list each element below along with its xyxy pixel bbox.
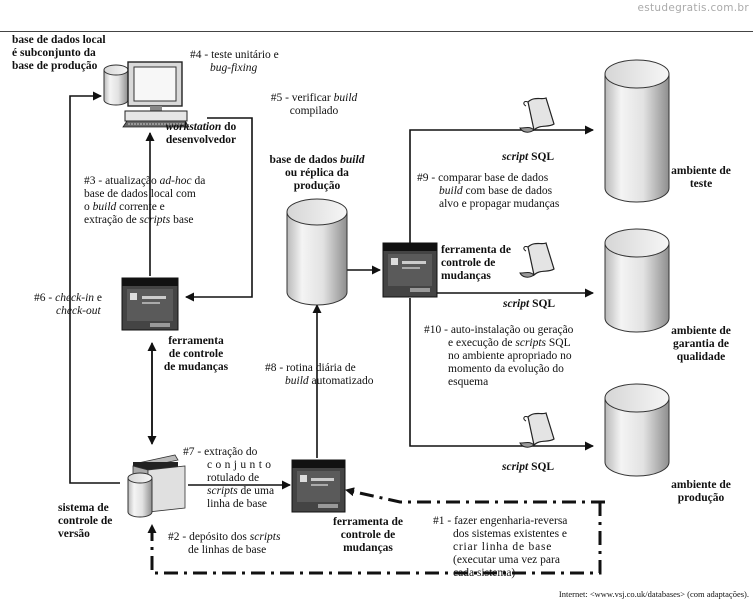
connectors bbox=[69, 91, 594, 490]
step-10: #10 - auto-instalação ou geração e execu… bbox=[424, 324, 574, 388]
step-2: #2 - depósito dos scripts de linhas de b… bbox=[168, 531, 281, 556]
arrow-vcs-to-workstation bbox=[69, 91, 120, 484]
tool-center-icon bbox=[382, 242, 438, 298]
step-3: #3 - atualização ad-hoc da base de dados… bbox=[84, 175, 206, 226]
script-scroll-icon-qa bbox=[519, 242, 555, 278]
source-credit: Internet: <www.vsj.co.uk/databases> (com… bbox=[558, 589, 749, 599]
watermark-text: estudegratis.com.br bbox=[637, 2, 749, 14]
step-1: #1 - fazer engenharia-reversa dos sistem… bbox=[433, 515, 568, 579]
build-db-cylinder bbox=[286, 198, 348, 306]
path-baseline-deposit bbox=[147, 502, 602, 575]
top-rule bbox=[0, 31, 753, 32]
step-6: #6 - check-in e check-out bbox=[34, 292, 103, 317]
step-4: #4 - teste unitário e bug-fixing bbox=[190, 49, 279, 74]
step-5: #5 - verificar build compilado bbox=[270, 92, 358, 117]
version-control-icon bbox=[127, 454, 186, 518]
workstation-icon bbox=[103, 61, 190, 128]
baseline-paths bbox=[147, 487, 605, 575]
arrow-workstation-to-tool bbox=[185, 117, 253, 302]
step-9: #9 - comparar base de dados build com ba… bbox=[417, 172, 560, 210]
tool-bottom-icon bbox=[291, 459, 346, 513]
label-script-sql-test: script SQL bbox=[502, 151, 555, 163]
tool-left-icon bbox=[121, 277, 179, 331]
env-prod-cylinder bbox=[604, 383, 670, 477]
label-script-sql-prod: script SQL bbox=[502, 461, 555, 473]
label-script-sql-qa: script SQL bbox=[503, 298, 556, 310]
script-scroll-icon-prod bbox=[519, 412, 555, 448]
env-test-cylinder bbox=[604, 59, 670, 203]
path-engineering bbox=[345, 487, 605, 504]
step-8: #8 - rotina diária de build automatizado bbox=[265, 362, 374, 387]
env-qa-cylinder bbox=[604, 228, 670, 333]
label-workstation: workstation do desenvolvedor bbox=[165, 121, 237, 146]
local-db-cylinder bbox=[103, 64, 129, 106]
step-7: #7 - extração do conjunto rotulado de sc… bbox=[183, 446, 275, 510]
script-scroll-icon-test bbox=[519, 97, 555, 133]
